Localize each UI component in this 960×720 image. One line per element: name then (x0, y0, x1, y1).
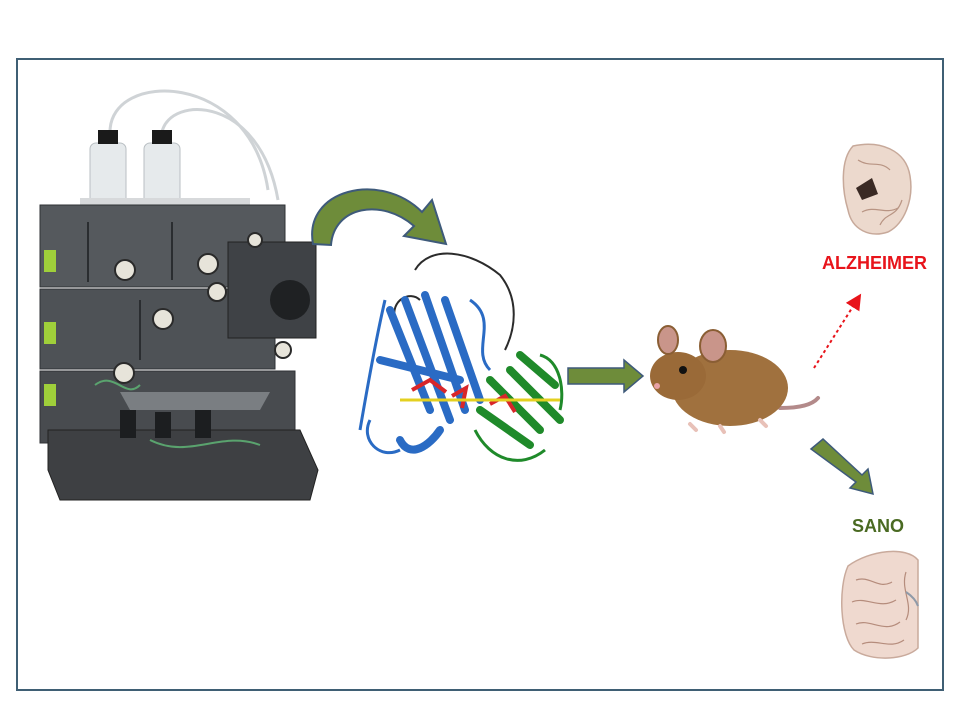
hplc-system-icon (39, 89, 319, 501)
diagram-frame (16, 58, 944, 691)
arrow-mouse-to-sano (809, 438, 874, 496)
healthy-brain-section-icon (841, 550, 919, 659)
alzheimer-label: ALZHEIMER (822, 253, 927, 273)
protein-structure-icon (358, 252, 564, 462)
arrow-protein-to-mouse (567, 358, 645, 394)
dotted-arrow-to-alzheimer (813, 293, 862, 369)
mouse-icon (650, 325, 820, 434)
sano-label: SANO (852, 516, 905, 536)
alzheimer-brain-section-icon (842, 143, 912, 235)
curved-arrow (311, 188, 448, 247)
